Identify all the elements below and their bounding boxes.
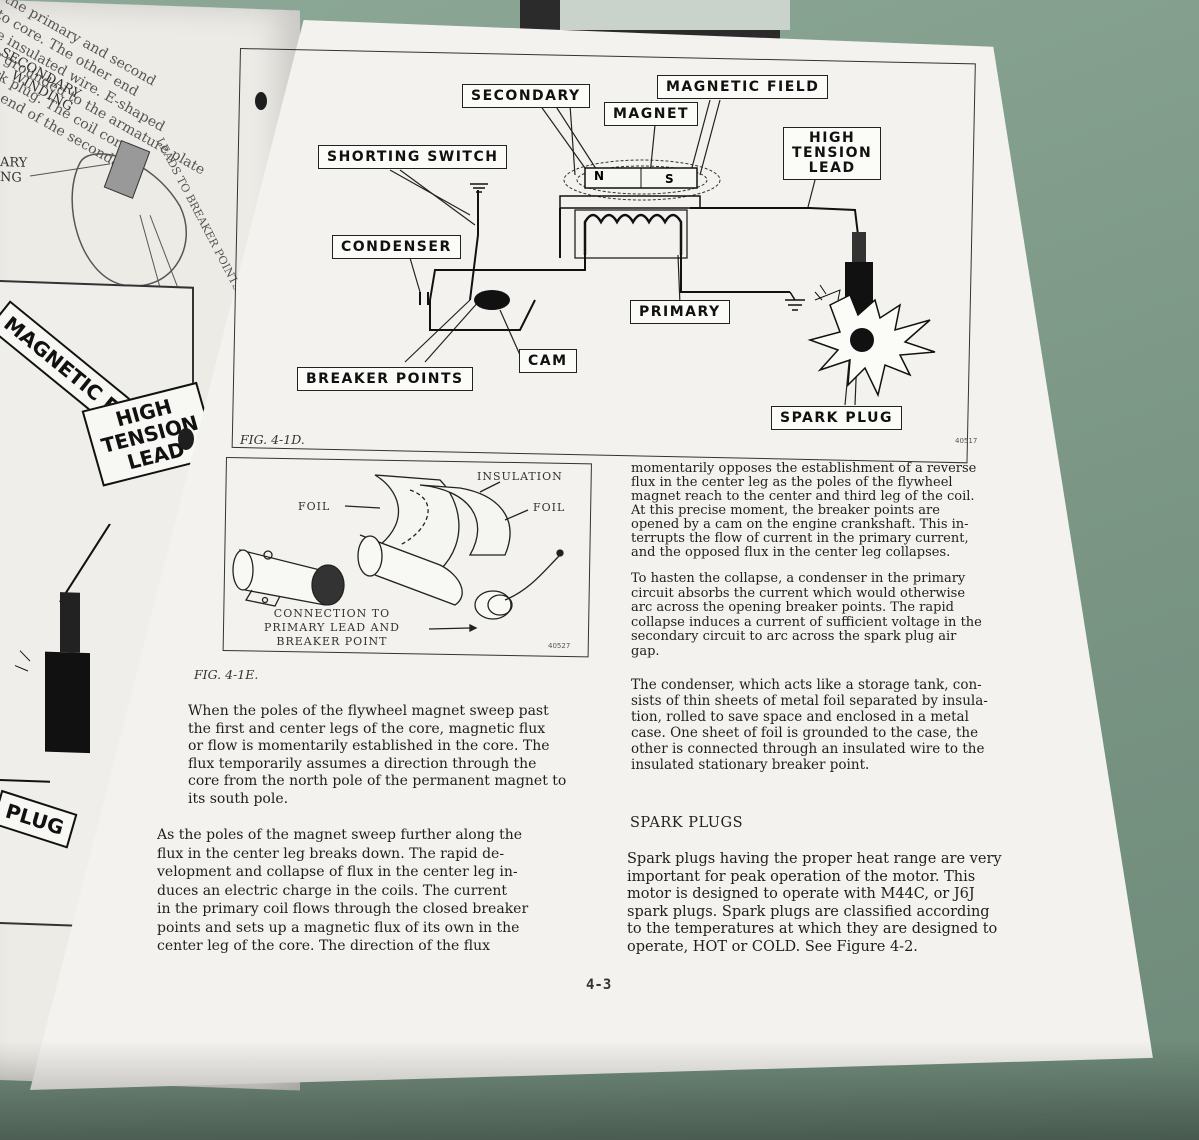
text-line: gap. <box>631 643 660 659</box>
label-foil-right: FOIL <box>533 501 566 514</box>
figure-4-1e-code: 40527 <box>548 642 571 650</box>
text-line: its south pole. <box>188 790 289 807</box>
label-line: CONNECTION TO <box>273 607 391 620</box>
binder-hole <box>255 92 267 110</box>
text-line: in the primary coil flows through the cl… <box>157 901 529 917</box>
text-line: Spark plugs having the proper heat range… <box>627 851 1002 867</box>
text-line: terrupts the flow of current in the prim… <box>631 531 969 546</box>
paragraph-flux-established: When the poles of the flywheel magnet sw… <box>188 703 566 808</box>
label-secondary: SECONDARY <box>462 84 590 108</box>
paragraph-condenser: The condenser, which acts like a storage… <box>631 677 988 773</box>
page-number: 4-3 <box>586 977 612 993</box>
text-line: motor is designed to operate with M44C, … <box>627 886 975 902</box>
label-spark-plug: SPARK PLUG <box>771 406 902 430</box>
label-insulation: INSULATION <box>477 470 563 483</box>
figure-4-1d-caption: FIG. 4-1D. <box>240 432 305 447</box>
text-line: or flow is momentarily established in th… <box>188 738 550 754</box>
label-magnetic-field: MAGNETIC FIELD <box>657 75 829 99</box>
label-line: PRIMARY LEAD AND <box>264 621 400 634</box>
paragraph-hasten-collapse: To hasten the collapse, a condenser in t… <box>631 571 982 659</box>
left-spark-plug-drawing <box>0 523 111 783</box>
label-primary: PRIMARY <box>630 300 730 324</box>
text-line: sists of thin sheets of metal foil separ… <box>631 693 988 709</box>
text-line: As the poles of the magnet sweep further… <box>157 827 523 843</box>
bottom-shadow <box>0 1040 1199 1140</box>
text-line: The condenser, which acts like a storage… <box>631 677 982 693</box>
back-sheet-light <box>560 0 790 30</box>
text-line: circuit absorbs the current which would … <box>631 585 966 601</box>
text-line: flux in the center leg breaks down. The … <box>157 845 505 862</box>
label-magnet: MAGNET <box>604 102 699 126</box>
figure-4-1e-caption: FIG. 4-1E. <box>194 667 259 682</box>
label-cam: CAM <box>519 349 577 373</box>
text-line: When the poles of the flywheel magnet sw… <box>188 703 549 719</box>
text-line: spark plugs. Spark plugs are classified … <box>627 903 990 920</box>
text-line: other is connected through an insulated … <box>631 741 985 757</box>
figure-4-1d-code: 40517 <box>955 437 978 445</box>
label-line: LEAD <box>808 160 856 176</box>
text-line: collapse induces a current of sufficient… <box>631 614 982 630</box>
left-page: the primary and second to core. The othe… <box>0 0 300 1091</box>
text-line: center leg of the core. The direction of… <box>157 938 490 954</box>
label-breaker-points: BREAKER POINTS <box>297 367 473 391</box>
text-line: momentarily opposes the establishment of… <box>631 461 977 476</box>
text-line: flux in the center leg as the poles of t… <box>631 475 953 490</box>
text-line: the first and center legs of the core, m… <box>188 720 546 737</box>
text-line: secondary circuit to arc across the spar… <box>631 629 957 644</box>
paragraph-flux-breaks-down: As the poles of the magnet sweep further… <box>157 826 528 956</box>
text-line: To hasten the collapse, a condenser in t… <box>631 571 966 586</box>
label-foil-left: FOIL <box>298 500 331 513</box>
text-line: important for peak operation of the moto… <box>627 868 976 885</box>
label-line: BREAKER POINT <box>276 635 388 648</box>
magnet-north-pole: N <box>594 169 605 183</box>
text-line: points and sets up a magnetic flux of it… <box>157 919 520 936</box>
text-line: operate, HOT or COLD. See Figure 4-2. <box>627 938 918 955</box>
text-line: and the opposed flux in the center leg c… <box>631 545 951 560</box>
label-line: TENSION <box>792 145 873 161</box>
text-line: insulated stationary breaker point. <box>631 757 870 773</box>
section-heading-spark-plugs: SPARK PLUGS <box>630 815 744 831</box>
paragraph-reverse-flux: momentarily opposes the establishment of… <box>631 462 976 560</box>
label-condenser: CONDENSER <box>332 235 461 259</box>
text-line: duces an electric charge in the coils. T… <box>157 882 508 899</box>
paragraph-spark-plugs: Spark plugs having the proper heat range… <box>627 851 1002 956</box>
text-line: to the temperatures at which they are de… <box>627 921 998 937</box>
label-connection: CONNECTION TO PRIMARY LEAD AND BREAKER P… <box>264 607 400 649</box>
label-high-tension-lead: HIGH TENSION LEAD <box>783 127 882 180</box>
text-line: At this precise moment, the breaker poin… <box>631 503 940 518</box>
magnet-south-pole: S <box>665 172 674 186</box>
text-line: core from the north pole of the permanen… <box>188 773 567 789</box>
text-line: case. One sheet of foil is grounded to t… <box>631 725 979 741</box>
label-line: HIGH <box>809 130 856 146</box>
text-line: flux temporarily assumes a direction thr… <box>188 755 537 772</box>
binder-hole <box>178 428 194 450</box>
text-line: tion, rolled to save space and enclosed … <box>631 709 969 725</box>
left-coil-drawing <box>29 139 187 307</box>
label-shorting-switch: SHORTING SWITCH <box>318 145 508 169</box>
text-line: arc across the opening breaker points. T… <box>631 600 954 615</box>
text-line: magnet reach to the center and third leg… <box>631 489 975 504</box>
text-line: velopment and collapse of flux in the ce… <box>157 864 518 880</box>
text-line: opened by a cam on the engine crankshaft… <box>631 517 969 532</box>
